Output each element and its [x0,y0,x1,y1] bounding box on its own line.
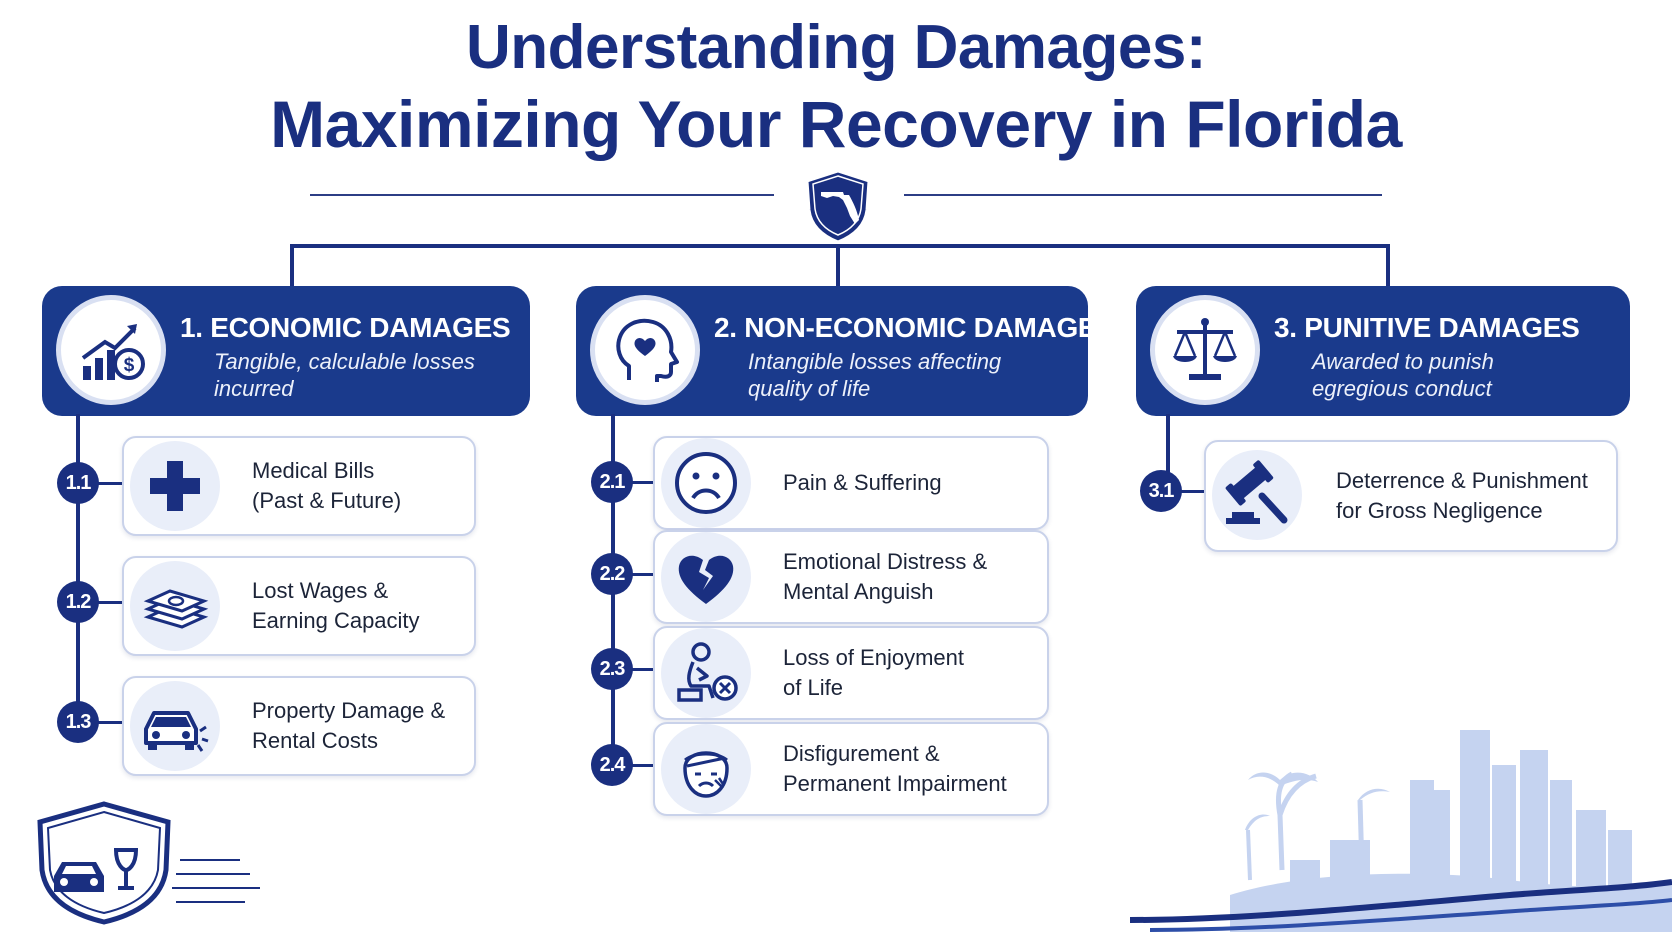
tree-connector-horizontal [290,244,1390,248]
growth-chart-dollar-icon: $ [56,295,166,405]
connector-2-3 [625,668,655,671]
connector-1-3 [90,721,124,724]
florida-shield-icon [803,168,873,244]
card-label: Medical Bills (Past & Future) [252,458,402,513]
badge-2-2: 2.2 [591,553,633,595]
badge-1-2: 1.2 [57,581,99,623]
non-economic-damages-header: 2. NON-ECONOMIC DAMAGES Intangible losse… [576,286,1115,416]
connector-2-2 [625,573,655,576]
money-stack-icon [130,561,220,651]
card-label: Emotional Distress & Mental Anguish [783,549,988,604]
non-economic-damages-subtitle: Intangible losses affecting quality of l… [748,349,1002,401]
sad-face-icon [661,438,751,528]
card-lost-wages: Lost Wages & Earning Capacity [122,556,476,656]
skyline-icon [1129,720,1672,941]
broken-heart-icon [661,532,751,622]
card-label: Disfigurement & Permanent Impairment [783,741,1007,796]
punitive-damages-title: 3. PUNITIVE DAMAGES [1274,312,1580,343]
connector-2-1 [625,481,655,484]
card-label: Loss of Enjoyment of Life [783,645,964,700]
title-line-2: Maximizing Your Recovery in Florida [270,87,1402,161]
punitive-damages-subtitle: Awarded to punish egregious conduct [1312,349,1494,401]
title-rule-right [904,194,1382,196]
card-pain-suffering: Pain & Suffering [653,436,1049,530]
head-heart-icon [590,295,700,405]
tree-connector-left [290,244,294,288]
badge-2-4: 2.4 [591,744,633,786]
bandaged-face-icon [661,724,751,814]
card-medical-bills: Medical Bills (Past & Future) [122,436,476,536]
sitting-person-icon [661,628,751,718]
connector-3-1 [1178,490,1206,493]
card-label: Lost Wages & Earning Capacity [252,578,420,633]
damaged-car-icon [130,681,220,771]
dui-shield-icon [30,800,270,925]
economic-spine [76,414,80,722]
connector-1-1 [90,482,124,485]
economic-damages-header: $ 1. ECONOMIC DAMAGES Tangible, calculab… [42,286,530,416]
scales-of-justice-icon [1150,295,1260,405]
card-property-damage: Property Damage & Rental Costs [122,676,476,776]
gavel-icon [1212,450,1302,540]
economic-damages-subtitle: Tangible, calculable losses incurred [214,349,475,401]
tree-connector-right [1386,244,1390,288]
card-loss-of-enjoyment: Loss of Enjoyment of Life [653,626,1049,720]
tree-connector-center [836,244,840,288]
card-deterrence: Deterrence & Punishment for Gross Neglig… [1204,440,1618,552]
connector-2-4 [625,764,655,767]
non-economic-damages-title: 2. NON-ECONOMIC DAMAGES [714,312,1115,343]
card-disfigurement: Disfigurement & Permanent Impairment [653,722,1049,816]
punitive-damages-header: 3. PUNITIVE DAMAGES Awarded to punish eg… [1136,286,1630,416]
connector-1-2 [90,601,124,604]
badge-2-3: 2.3 [591,648,633,690]
badge-2-1: 2.1 [591,461,633,503]
card-emotional-distress: Emotional Distress & Mental Anguish [653,530,1049,624]
card-label: Pain & Suffering [783,470,942,495]
badge-3-1: 3.1 [1140,470,1182,512]
title-line-1: Understanding Damages: [465,13,1207,82]
card-label: Property Damage & Rental Costs [252,698,446,753]
punitive-spine [1166,414,1170,486]
medical-cross-icon [130,441,220,531]
svg-text:$: $ [124,355,135,376]
card-label: Deterrence & Punishment for Gross Neglig… [1336,468,1588,523]
economic-damages-title: 1. ECONOMIC DAMAGES [180,312,511,343]
badge-1-3: 1.3 [57,701,99,743]
title-rule-left [310,194,774,196]
badge-1-1: 1.1 [57,462,99,504]
